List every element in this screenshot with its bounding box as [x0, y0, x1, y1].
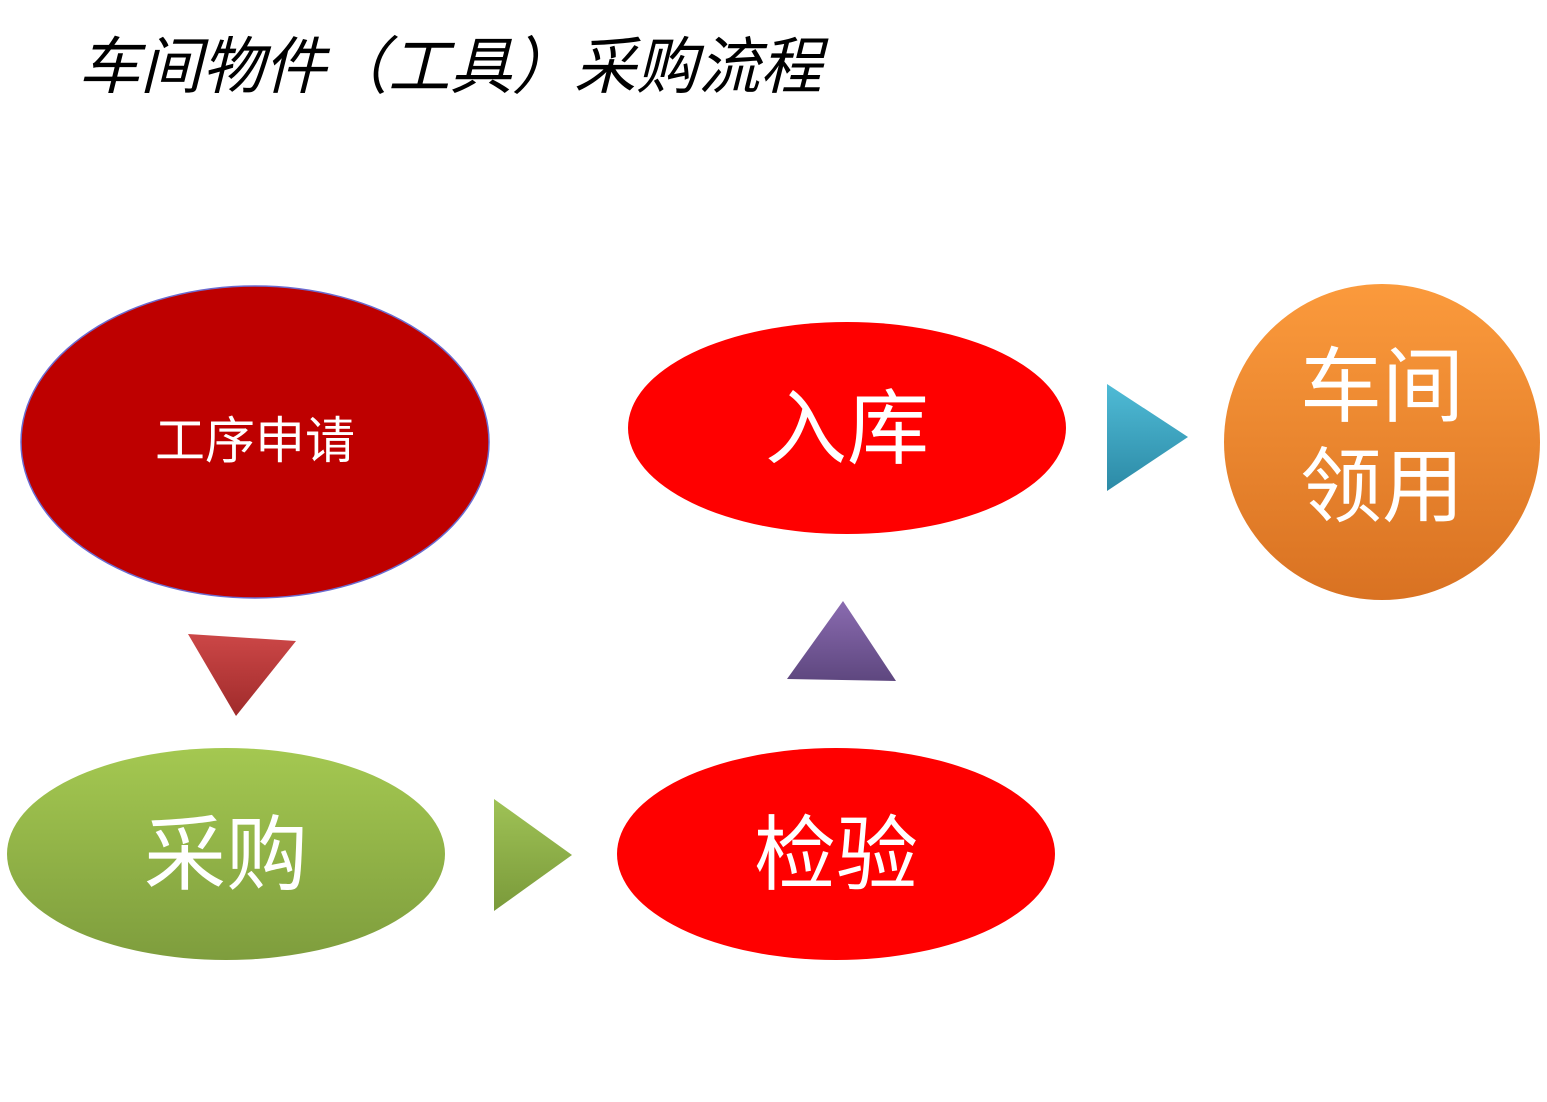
apply-ellipse [20, 285, 490, 599]
purchase-ellipse [7, 748, 445, 960]
arrow-right-icon-2 [1107, 384, 1188, 491]
node-inspect: 检验 [617, 748, 1055, 960]
apply-label: 工序申请 [155, 412, 355, 470]
arrow-right-icon [494, 799, 572, 911]
store-label: 入库 [765, 382, 929, 477]
receive-label-line1: 车间 [1300, 340, 1464, 435]
receive-label-line2: 领用 [1300, 440, 1464, 535]
inspect-label: 检验 [754, 808, 918, 903]
inspect-ellipse [617, 748, 1055, 960]
node-purchase: 采购 [7, 748, 445, 960]
node-store: 入库 [628, 322, 1066, 534]
receive-circle [1224, 284, 1540, 600]
purchase-label: 采购 [144, 808, 308, 903]
node-apply: 工序申请 [20, 285, 490, 599]
store-ellipse [628, 322, 1066, 534]
arrow-up-icon [787, 601, 896, 681]
node-receive: 车间 领用 [1224, 284, 1540, 600]
page-title: 车间物件（工具）采购流程 [78, 30, 823, 103]
arrow-down-icon [188, 634, 296, 716]
